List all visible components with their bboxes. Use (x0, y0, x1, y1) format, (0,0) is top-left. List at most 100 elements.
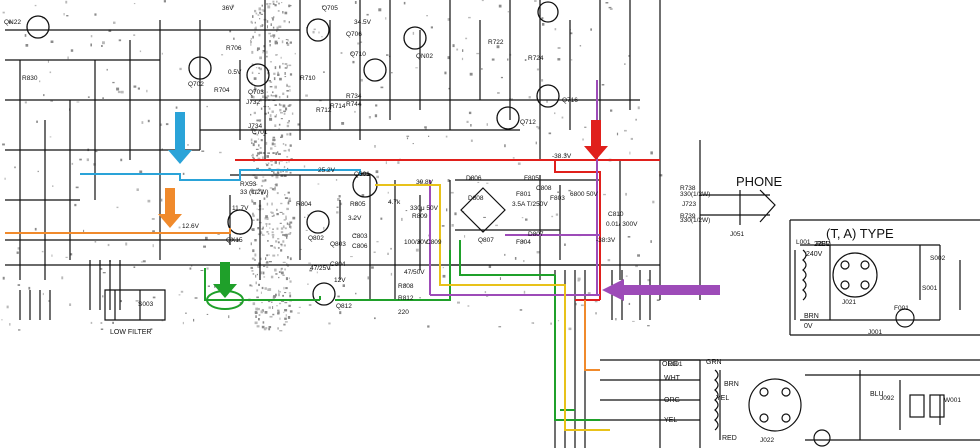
noise-speck (282, 62, 284, 65)
noise-speck (251, 199, 253, 202)
noise-speck (609, 8, 613, 10)
noise-speck (286, 85, 288, 87)
component-label-r710: R710 (300, 75, 316, 82)
noise-speck (254, 27, 257, 30)
noise-speck (256, 154, 259, 157)
noise-speck (1, 319, 3, 321)
noise-speck (610, 109, 613, 112)
blue-arrow (168, 112, 192, 164)
noise-speck (263, 276, 266, 278)
component-label-r805: R805 (350, 201, 366, 208)
noise-speck (287, 167, 289, 170)
noise-speck (375, 170, 379, 174)
noise-speck (352, 217, 356, 220)
component-label-c809: C809 (426, 239, 442, 246)
noise-speck (250, 20, 253, 24)
type-title: (T, A) TYPE (826, 226, 894, 241)
noise-speck (630, 137, 633, 140)
noise-speck (268, 80, 271, 82)
noise-speck (274, 268, 277, 272)
noise-speck (251, 22, 253, 24)
component-label-r712: R712 (316, 107, 332, 114)
noise-speck (461, 57, 464, 61)
noise-speck (419, 297, 421, 299)
noise-speck (424, 126, 427, 129)
noise-speck (442, 267, 444, 269)
noise-speck (34, 4, 37, 7)
noise-speck (9, 323, 11, 326)
noise-speck (279, 330, 283, 332)
noise-speck (355, 292, 357, 295)
noise-speck (17, 247, 20, 250)
noise-speck (498, 4, 502, 8)
noise-speck (83, 229, 85, 233)
noise-speck (100, 268, 103, 270)
noise-speck (288, 200, 292, 202)
noise-speck (266, 195, 268, 198)
noise-speck (251, 63, 254, 65)
noise-speck (276, 192, 279, 195)
noise-speck (447, 179, 450, 182)
noise-speck (354, 233, 357, 236)
noise-speck (412, 143, 414, 145)
noise-speck (182, 172, 185, 175)
noise-speck (267, 106, 269, 108)
noise-speck (261, 24, 264, 27)
noise-speck (282, 274, 285, 276)
value-label-r3302: 330(1/2W) (680, 217, 710, 224)
noise-speck (366, 13, 369, 16)
noise-speck (48, 300, 50, 302)
noise-speck (269, 81, 273, 83)
noise-speck (385, 17, 387, 20)
noise-speck (255, 176, 258, 179)
noise-speck (274, 143, 276, 146)
noise-speck (446, 208, 448, 212)
noise-speck (275, 293, 277, 297)
noise-speck (284, 317, 287, 320)
noise-speck (250, 38, 252, 40)
noise-speck (291, 112, 294, 115)
noise-speck (275, 273, 278, 275)
noise-speck (313, 28, 316, 31)
noise-speck (361, 194, 365, 197)
noise-speck (321, 36, 323, 38)
noise-speck (180, 290, 184, 293)
component-label-qn22: QN22 (4, 19, 21, 26)
noise-speck (161, 52, 163, 55)
component-label-q716: Q716 (562, 97, 578, 104)
noise-speck (281, 2, 283, 4)
noise-speck (287, 316, 291, 319)
noise-speck (287, 191, 290, 194)
noise-speck (142, 260, 146, 263)
component-label-d806: D806 (466, 175, 482, 182)
noise-speck (258, 67, 260, 69)
noise-speck (254, 321, 258, 325)
noise-speck (146, 89, 148, 93)
noise-speck (531, 322, 534, 324)
noise-speck (266, 91, 268, 93)
noise-speck (161, 198, 163, 202)
noise-speck (272, 0, 275, 3)
noise-speck (389, 201, 392, 203)
transistor-q702-icon (188, 56, 212, 80)
noise-speck (342, 284, 345, 287)
noise-speck (250, 42, 252, 46)
noise-speck (486, 182, 489, 184)
noise-speck (375, 104, 378, 107)
noise-speck (264, 287, 267, 290)
component-label-c810: C810 (608, 211, 624, 218)
noise-speck (139, 170, 143, 173)
noise-speck (282, 294, 284, 297)
transistor-q716-icon (536, 84, 560, 108)
noise-speck (255, 12, 258, 15)
noise-speck (256, 133, 259, 136)
noise-speck (647, 279, 650, 282)
noise-speck (303, 165, 306, 168)
noise-speck (554, 28, 557, 31)
noise-speck (564, 243, 566, 246)
noise-speck (269, 114, 272, 117)
noise-speck (274, 115, 277, 118)
noise-speck (120, 158, 123, 162)
noise-speck (594, 299, 598, 303)
noise-speck (568, 327, 572, 331)
